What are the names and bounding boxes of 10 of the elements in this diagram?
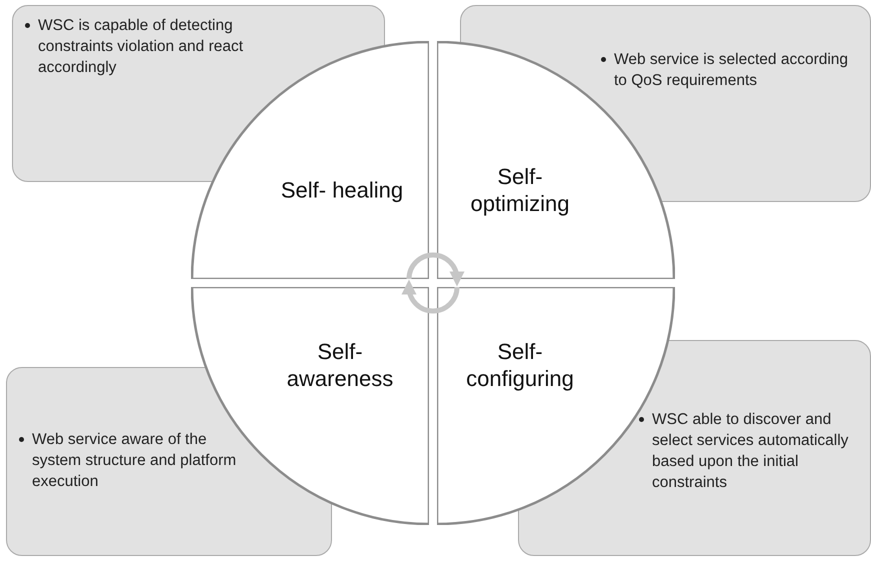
cycle-arrow [406, 252, 464, 286]
quadrant-label: Self- healing [280, 176, 404, 204]
quadrant-label: Self- optimizing [469, 163, 571, 217]
bullet-text: WSC is capable of detecting constraints violation and react accordingly [38, 16, 244, 78]
quadrant-label: Self- configuring [465, 338, 575, 392]
bullet-text: Web service is selected according to QoS requirements [614, 50, 850, 91]
bullet-text: WSC able to discover and select services automatically based upon the initial constraints [652, 410, 850, 493]
cycle-arrow [402, 280, 460, 314]
quadrant-label: Self- awareness [286, 338, 394, 392]
bullet-text: Web service aware of the system structure and platform execution [32, 430, 238, 492]
